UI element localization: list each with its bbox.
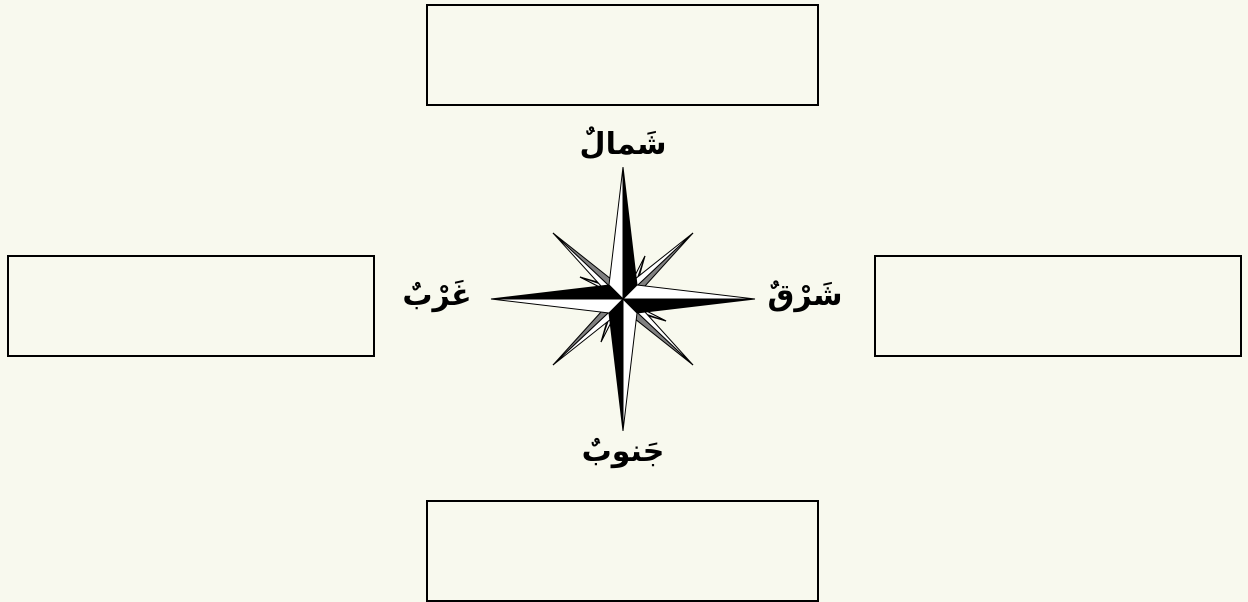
compass-cardinal-points	[491, 167, 755, 431]
